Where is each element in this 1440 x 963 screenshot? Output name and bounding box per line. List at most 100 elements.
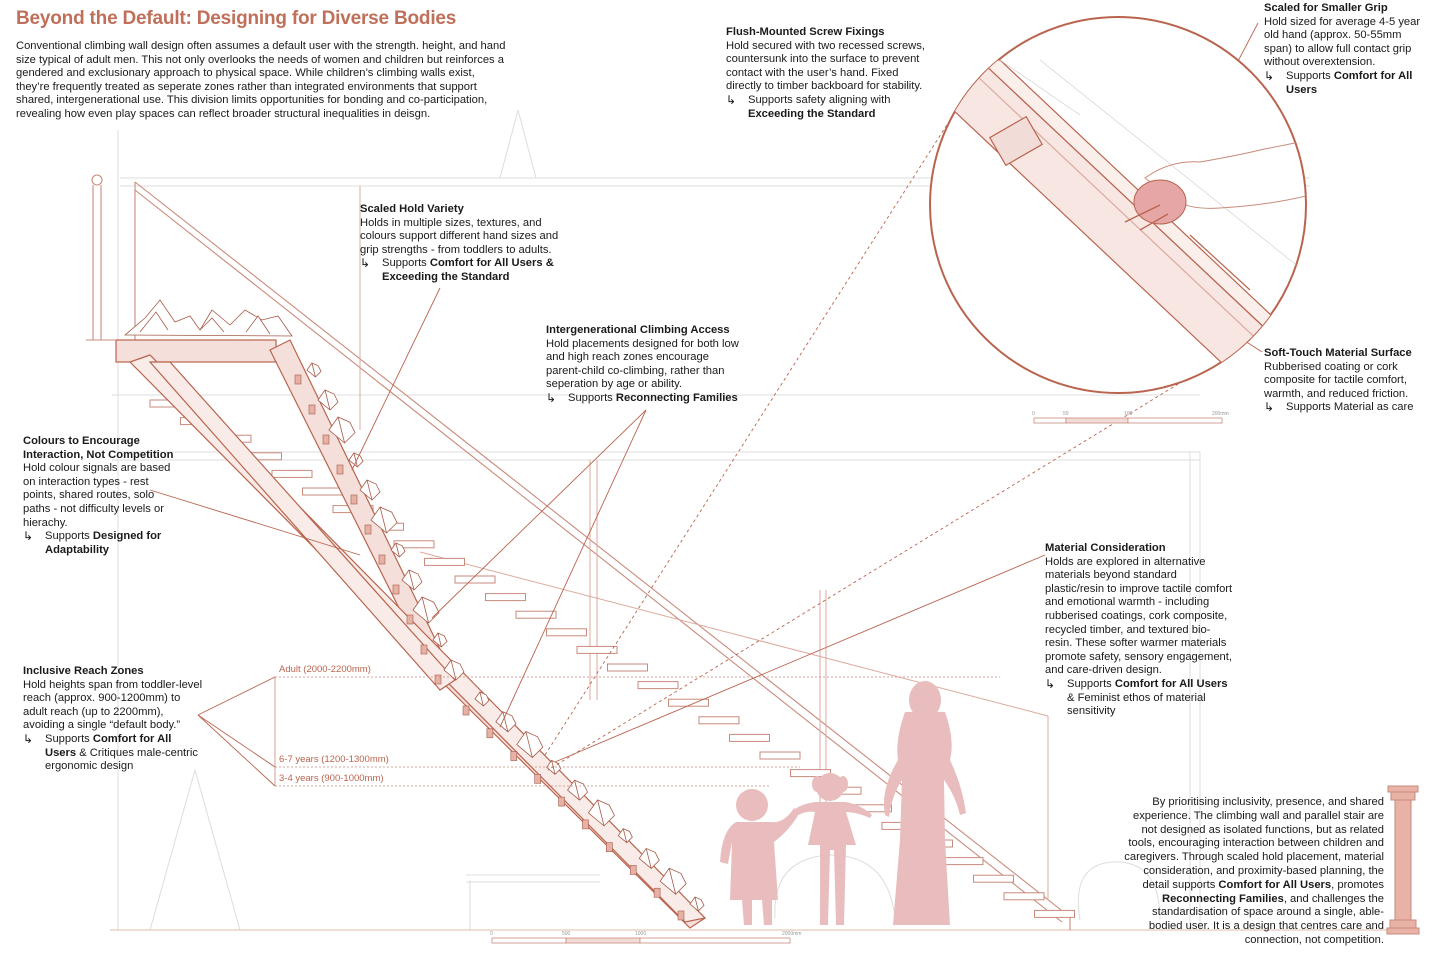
hold-bolt <box>336 464 344 475</box>
note-scaled-smaller-grip: Scaled for Smaller Grip Hold sized for a… <box>1264 2 1430 97</box>
stair-tread <box>393 540 435 549</box>
conclusion-bold: Reconnecting Families <box>1161 892 1284 905</box>
support-bold: Exceeding the Standard <box>748 107 876 120</box>
stair-tread <box>1034 909 1075 918</box>
note-body: Hold secured with two recessed screws, c… <box>726 39 925 93</box>
support-prefix: Supports Material as care <box>1286 401 1414 414</box>
note-body: Rubberised coating or cork composite for… <box>1264 360 1409 400</box>
hold-bolt <box>434 674 442 685</box>
note-colours-interaction: Colours to Encourage Interaction, Not Co… <box>23 435 183 557</box>
stair-tread <box>454 575 496 584</box>
note-support: ↳Supports Comfort for All Users & Critiq… <box>23 733 203 774</box>
stair-tread <box>729 733 770 742</box>
return-arrow-icon: ↳ <box>726 92 737 107</box>
note-heading: Scaled Hold Variety <box>360 203 464 215</box>
main-scale-bar <box>491 937 791 944</box>
hold-bolt <box>629 865 637 875</box>
support-bold: Comfort for All Users <box>1286 69 1413 96</box>
note-material-consideration: Material Consideration Holds are explore… <box>1045 542 1235 719</box>
railing-post <box>86 174 115 341</box>
zone-label-adult: Adult (2000-2200mm) <box>279 664 371 675</box>
hold-bolt <box>350 494 358 505</box>
scale-tick: 100 <box>1124 411 1133 417</box>
support-suffix: & Critiques male-centric ergonomic desig… <box>45 746 198 773</box>
support-prefix: Supports <box>568 391 616 404</box>
adult-figure <box>883 681 966 925</box>
zone-label-three-four: 3-4 years (900-1000mm) <box>279 773 384 784</box>
note-heading: Intergenerational Climbing Access <box>546 324 730 336</box>
scale-tick: 1000 <box>635 931 647 937</box>
stair-tread <box>698 716 740 725</box>
note-intergenerational-access: Intergenerational Climbing Access Hold p… <box>546 324 741 406</box>
conclusion-text: By prioritising inclusivity, presence, a… <box>1124 796 1384 891</box>
note-support: ↳Supports Comfort for All Users <box>1264 69 1430 97</box>
note-body: Hold heights span from toddler-level rea… <box>23 678 203 732</box>
conclusion-bold: Comfort for All Users <box>1218 878 1332 891</box>
stair-tread <box>546 628 587 637</box>
hold-bolt <box>308 404 316 415</box>
climbing-hold <box>689 896 705 912</box>
scale-tick: 50 <box>1063 411 1069 417</box>
hold-bolt <box>558 796 565 807</box>
column-ornament <box>1386 785 1420 935</box>
note-inclusive-reach-zones: Inclusive Reach Zones Hold heights span … <box>23 665 203 774</box>
zone-label-six-seven: 6-7 years (1200-1300mm) <box>279 754 389 765</box>
stair-tread <box>942 857 984 866</box>
hold-bolt <box>406 614 414 625</box>
return-arrow-icon: ↳ <box>23 731 34 746</box>
hold-bolt <box>322 434 330 445</box>
stair-tread <box>668 698 709 707</box>
climbing-hold <box>390 542 406 558</box>
climbing-hold <box>638 847 660 869</box>
top-holds-cluster <box>123 299 293 337</box>
climbing-hold <box>317 389 339 411</box>
return-arrow-icon: ↳ <box>1045 676 1056 691</box>
return-arrow-icon: ↳ <box>546 390 557 405</box>
stair-tread <box>302 487 343 496</box>
note-support: ↳Supports Comfort for All Users & Exceed… <box>360 257 570 284</box>
scale-tick: 0 <box>1032 411 1035 417</box>
note-heading: Material Consideration <box>1045 542 1166 554</box>
stair-tread <box>759 751 801 760</box>
climbing-hold <box>370 506 398 534</box>
hold-bolt <box>420 644 428 655</box>
stair-tread <box>637 681 679 690</box>
hold-bolt <box>653 887 661 898</box>
climbing-hold <box>659 867 687 895</box>
climbing-hold <box>567 779 589 801</box>
note-body: Holds are explored in alternative materi… <box>1045 555 1233 677</box>
climbing-hold <box>359 479 381 501</box>
hold-bolt <box>462 705 470 716</box>
support-bold: Reconnecting Families <box>615 391 738 404</box>
note-body: Holds in multiple sizes, textures, and c… <box>360 216 559 256</box>
hold-bolt <box>392 584 400 595</box>
support-prefix: Supports <box>1067 677 1115 690</box>
support-prefix: Supports <box>1286 69 1334 82</box>
support-bold: Comfort for All Users <box>45 732 172 759</box>
hold-bolt <box>486 728 494 739</box>
support-bold: Designed for Adaptability <box>45 530 162 556</box>
support-prefix: Supports <box>382 257 430 270</box>
climbing-holds <box>294 362 705 921</box>
support-suffix: & Feminist ethos of material sensitivity <box>1067 691 1206 718</box>
scale-tick: 0 <box>490 931 493 937</box>
climbing-hold <box>516 731 544 759</box>
climbing-hold <box>474 691 490 707</box>
climbing-hold <box>617 828 633 844</box>
page-title: Beyond the Default: Designing for Divers… <box>16 8 457 29</box>
note-support: ↳ Supports Material as care <box>1264 401 1434 415</box>
note-body: Hold colour signals are based on interac… <box>23 462 171 529</box>
stair-tread <box>515 610 557 619</box>
toddler-figure <box>720 789 800 925</box>
return-arrow-icon: ↳ <box>1264 400 1275 415</box>
balustrade-frame <box>359 186 1049 900</box>
climbing-hold <box>328 416 356 444</box>
hand-and-hold <box>1124 139 1306 231</box>
stair-tread <box>485 593 526 602</box>
support-prefix: Supports <box>45 530 93 543</box>
note-flush-mounted-fixings: Flush-Mounted Screw Fixings Hold secured… <box>726 26 936 121</box>
stair-tread <box>607 663 648 672</box>
hold-bolt <box>364 524 372 535</box>
climbing-hold <box>306 362 322 378</box>
note-heading: Soft-Touch Material Surface <box>1264 347 1412 359</box>
